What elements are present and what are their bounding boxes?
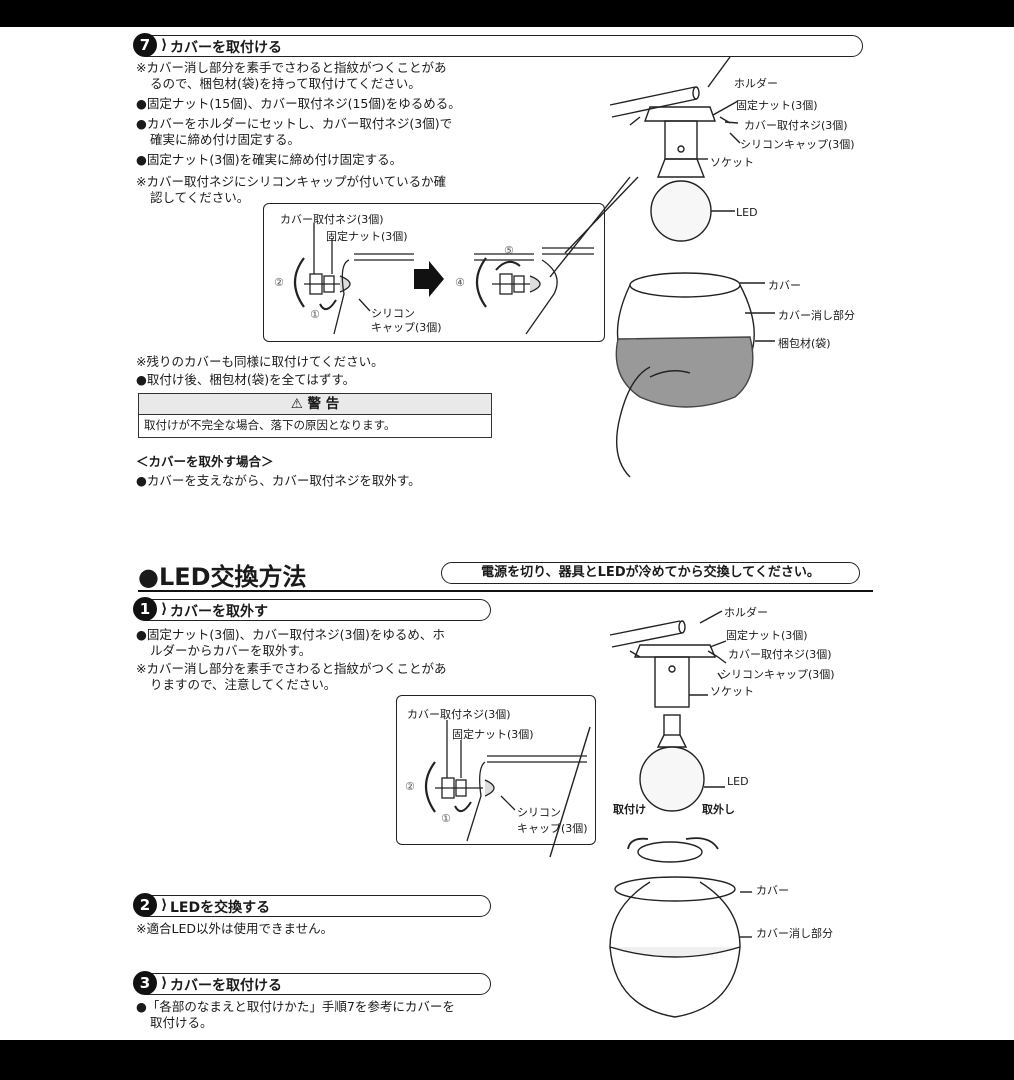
inset1-silicon-label-2: キャップ(3個)	[371, 321, 442, 334]
section-note: 電源を切り、器具とLEDが冷めてから交換してください。	[441, 562, 860, 584]
d2-frosted-label: カバー消し部分	[756, 927, 833, 940]
d2-silicon-label: シリコンキャップ(3個)	[720, 668, 835, 681]
d2-nut-label: 固定ナット(3個)	[726, 629, 808, 642]
inset2-silicon-label-1: シリコン	[517, 806, 561, 819]
d1-socket-label: ソケット	[710, 156, 754, 169]
inset2-mark-2: ②	[405, 780, 415, 793]
step7-line-6: ※カバー取付ネジにシリコンキャップが付いているか確	[136, 174, 447, 189]
d1-holder-label: ホルダー	[734, 77, 778, 90]
inset2-nut-label: 固定ナット(3個)	[452, 728, 534, 741]
stepC-line-0: ●「各部のなまえと取付けかた」手順7を参考にカバーを	[136, 999, 455, 1014]
section-title: ●LED交換方法	[138, 563, 307, 591]
inset1-mark-2: ②	[274, 276, 284, 289]
step7-line-7: 認してください。	[150, 190, 250, 205]
warning-title: 警 告	[307, 396, 340, 412]
inset1-mark-4: ④	[455, 276, 465, 289]
stepB-number-badge: 2	[133, 893, 157, 917]
stepB-title: LEDを交換する	[170, 900, 271, 916]
chevron-icon: ⟩	[161, 975, 168, 991]
d2-detach-label: 取外し	[702, 803, 735, 816]
step7-line-2: ●固定ナット(15個)、カバー取付ネジ(15個)をゆるめる。	[136, 96, 461, 111]
stepA-line-3: りますので、注意してください。	[150, 677, 337, 692]
stepA-number-badge: 1	[133, 597, 157, 621]
inset2-mark-1: ①	[441, 812, 451, 825]
fixture-diagram-1	[549, 56, 775, 478]
d1-bag-label: 梱包材(袋)	[778, 337, 831, 350]
chevron-icon: ⟩	[161, 601, 168, 617]
bottom-black-bar	[0, 1040, 1014, 1080]
stepC-header: 3 ⟩ カバーを取付ける	[133, 971, 491, 995]
warning-icon: ⚠	[290, 396, 308, 412]
d2-holder-label: ホルダー	[724, 606, 768, 619]
stepA-line-0: ●固定ナット(3個)、カバー取付ネジ(3個)をゆるめ、ホ	[136, 627, 445, 642]
inset2-screw-label: カバー取付ネジ(3個)	[407, 708, 511, 721]
stepA-line-1: ルダーからカバーを取外す。	[150, 643, 312, 658]
warning-box: ⚠ 警 告 取付けが不完全な場合、落下の原因となります。	[138, 393, 492, 438]
d1-nut-label: 固定ナット(3個)	[736, 99, 818, 112]
warning-text: 取付けが不完全な場合、落下の原因となります。	[144, 418, 396, 432]
inset1-screw-label: カバー取付ネジ(3個)	[280, 213, 384, 226]
step7-after-1: ●取付け後、梱包材(袋)を全てはずす。	[136, 372, 356, 387]
inset2-silicon-label-2: キャップ(3個)	[517, 822, 588, 835]
inset1-mark-5: ⑤	[504, 244, 514, 257]
step7-header: 7 ⟩ カバーを取付ける	[133, 33, 863, 57]
stepC-number-badge: 3	[133, 971, 157, 995]
warning-header: ⚠ 警 告	[139, 394, 491, 415]
stepB-line: ※適合LED以外は使用できません。	[136, 921, 334, 936]
step7-after-0: ※残りのカバーも同様に取付けてください。	[136, 354, 384, 369]
d1-screw-label: カバー取付ネジ(3個)	[744, 119, 848, 132]
d2-led-label: LED	[727, 775, 749, 788]
stepC-title: カバーを取付ける	[170, 978, 282, 994]
stepB-header: 2 ⟩ LEDを交換する	[133, 893, 491, 917]
d2-cover-label: カバー	[756, 884, 789, 897]
stepA-title: カバーを取外す	[170, 604, 268, 620]
fixture-diagram-2	[549, 610, 752, 1018]
inset1-silicon-label-1: シリコン	[371, 307, 415, 320]
d2-screw-label: カバー取付ネジ(3個)	[728, 648, 832, 661]
inset1-nut-label: 固定ナット(3個)	[326, 230, 408, 243]
d1-silicon-label: シリコンキャップ(3個)	[740, 138, 855, 151]
d1-cover-label: カバー	[768, 279, 801, 292]
inset2-drawing	[424, 720, 587, 842]
section-divider	[138, 590, 873, 592]
step7-line-3: ●カバーをホルダーにセットし、カバー取付ネジ(3個)で	[136, 116, 453, 131]
step7-line-4: 確実に締め付け固定する。	[150, 132, 301, 147]
remove-text: ●カバーを支えながら、カバー取付ネジを取外す。	[136, 473, 421, 488]
step7-title: カバーを取付ける	[170, 40, 282, 56]
chevron-icon: ⟩	[161, 37, 168, 53]
stepC-line-1: 取付ける。	[150, 1015, 213, 1030]
stepA-line-2: ※カバー消し部分を素手でさわると指紋がつくことがあ	[136, 661, 447, 676]
manual-page: 7 ⟩ カバーを取付ける ※カバー消し部分を素手でさわると指紋がつくことがあ る…	[0, 27, 1014, 1040]
inset1-mark-1: ①	[310, 308, 320, 321]
d2-attach-label: 取付け	[613, 803, 646, 816]
d2-socket-label: ソケット	[710, 685, 754, 698]
inset-diagram-1: カバー取付ネジ(3個) 固定ナット(3個) シリコン キャップ(3個) ② ① …	[263, 203, 605, 342]
step7-line-5: ●固定ナット(3個)を確実に締め付け固定する。	[136, 152, 403, 167]
remove-heading: ＜カバーを取外す場合＞	[136, 454, 274, 469]
step7-number-badge: 7	[133, 33, 157, 57]
inset-diagram-2: カバー取付ネジ(3個) 固定ナット(3個) シリコン キャップ(3個) ② ①	[396, 695, 596, 845]
d1-frosted-label: カバー消し部分	[778, 309, 855, 322]
top-black-bar	[0, 0, 1014, 27]
step7-line-1: るので、梱包材(袋)を持って取付けてください。	[150, 76, 421, 91]
chevron-icon: ⟩	[161, 897, 168, 913]
d1-led-label: LED	[736, 206, 758, 219]
stepA-header: 1 ⟩ カバーを取外す	[133, 597, 491, 621]
step7-line-0: ※カバー消し部分を素手でさわると指紋がつくことがあ	[136, 60, 447, 75]
inset1-drawing	[293, 223, 594, 335]
